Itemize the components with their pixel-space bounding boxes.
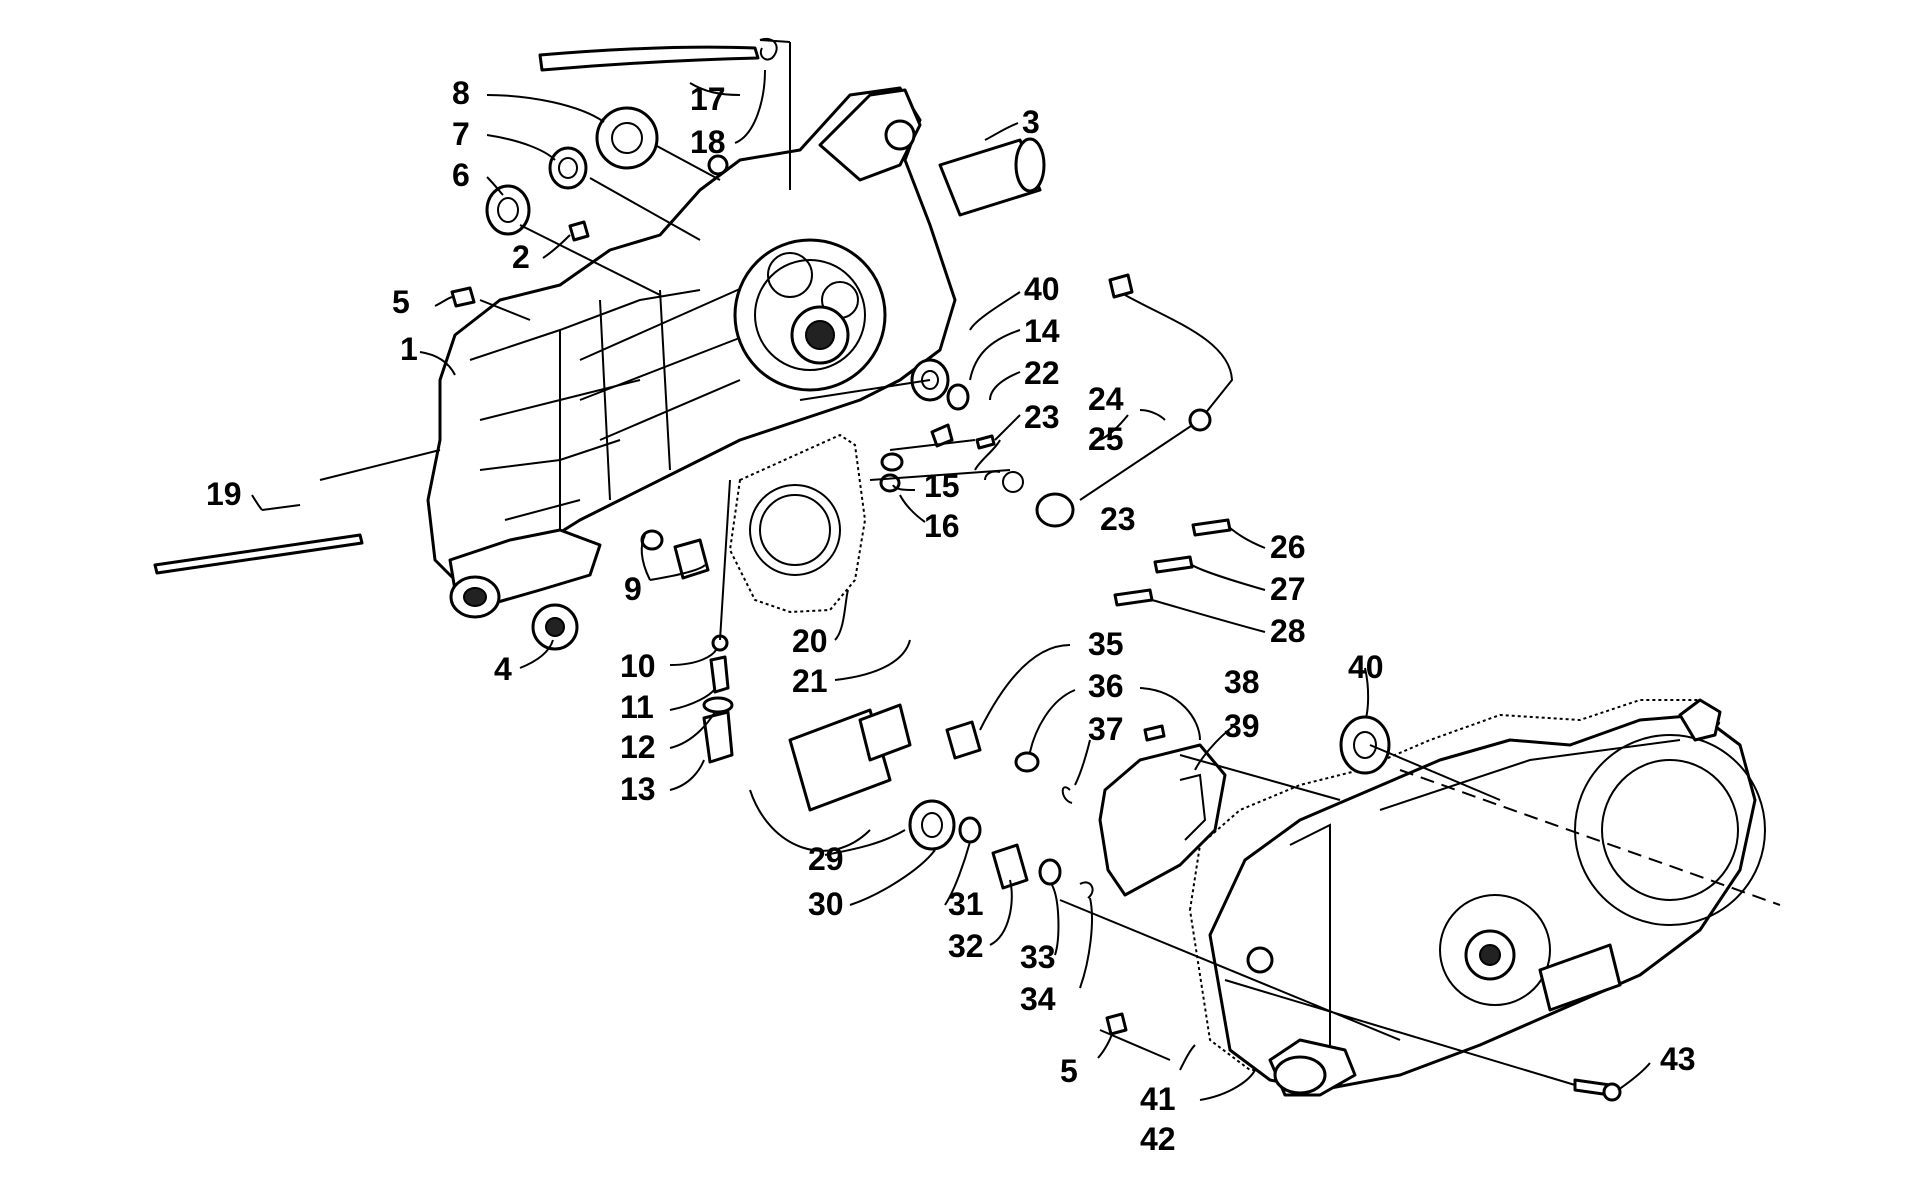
label-18: 18 bbox=[690, 124, 726, 160]
label-39: 39 bbox=[1224, 708, 1260, 744]
label-15: 15 bbox=[924, 468, 960, 504]
label-7: 7 bbox=[452, 116, 470, 152]
label-40-top: 40 bbox=[1024, 271, 1060, 307]
label-24: 24 bbox=[1088, 381, 1124, 417]
label-3: 3 bbox=[1022, 104, 1040, 140]
inner-cover-gasket bbox=[728, 433, 867, 614]
leader-lines bbox=[251, 69, 1651, 1101]
assembly-lines bbox=[319, 39, 1781, 1086]
label-37: 37 bbox=[1088, 711, 1124, 747]
label-8: 8 bbox=[452, 75, 470, 111]
label-16: 16 bbox=[924, 508, 960, 544]
label-6: 6 bbox=[452, 157, 470, 193]
crankcase-left-half bbox=[426, 86, 957, 619]
label-2: 2 bbox=[512, 239, 530, 275]
small-parts bbox=[153, 37, 1622, 1102]
label-23-top: 23 bbox=[1024, 399, 1060, 435]
label-10: 10 bbox=[620, 648, 656, 684]
label-20: 20 bbox=[792, 623, 828, 659]
label-9: 9 bbox=[624, 571, 642, 607]
callout-labels: 1 2 3 4 5 6 7 8 9 10 11 12 13 14 15 16 1… bbox=[206, 75, 1696, 1157]
label-28: 28 bbox=[1270, 613, 1306, 649]
label-33: 33 bbox=[1020, 939, 1056, 975]
label-17: 17 bbox=[690, 81, 726, 117]
label-1: 1 bbox=[400, 331, 418, 367]
label-11: 11 bbox=[620, 689, 654, 725]
label-5-lower: 5 bbox=[1060, 1053, 1078, 1089]
label-31: 31 bbox=[948, 886, 984, 922]
label-32: 32 bbox=[948, 928, 984, 964]
label-5: 5 bbox=[392, 284, 410, 320]
label-25: 25 bbox=[1088, 421, 1124, 457]
label-13: 13 bbox=[620, 771, 656, 807]
label-27: 27 bbox=[1270, 571, 1306, 607]
label-4: 4 bbox=[494, 651, 512, 687]
label-38: 38 bbox=[1224, 664, 1260, 700]
label-29: 29 bbox=[808, 841, 844, 877]
label-30: 30 bbox=[808, 886, 844, 922]
transmission-cover bbox=[1188, 698, 1766, 1097]
label-22: 22 bbox=[1024, 355, 1060, 391]
label-34: 34 bbox=[1020, 981, 1056, 1017]
label-19: 19 bbox=[206, 476, 242, 512]
label-21: 21 bbox=[792, 663, 828, 699]
label-40-lower: 40 bbox=[1348, 649, 1384, 685]
label-26: 26 bbox=[1270, 529, 1306, 565]
label-36: 36 bbox=[1088, 668, 1124, 704]
label-43: 43 bbox=[1660, 1041, 1696, 1077]
label-14: 14 bbox=[1024, 313, 1060, 349]
label-12: 12 bbox=[620, 729, 656, 765]
label-35: 35 bbox=[1088, 626, 1124, 662]
label-42: 42 bbox=[1140, 1121, 1176, 1157]
label-23-lower: 23 bbox=[1100, 501, 1136, 537]
label-41: 41 bbox=[1140, 1081, 1176, 1117]
